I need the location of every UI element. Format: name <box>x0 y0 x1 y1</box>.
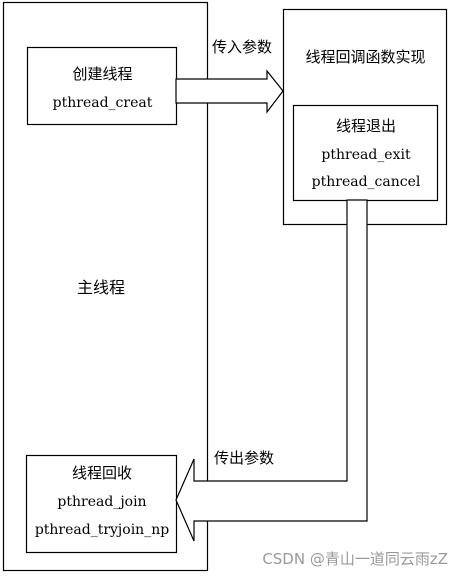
recycle-func-tryjoin: pthread_tryjoin_np <box>34 522 170 538</box>
pass-in-label: 传入参数 <box>212 38 273 56</box>
main-thread-box <box>2 1 209 572</box>
exit-func-cancel: pthread_cancel <box>311 174 421 190</box>
pass-in-arrow <box>175 69 284 114</box>
watermark: CSDN @青山一道同云雨zZ <box>262 550 448 568</box>
pass-out-arrow <box>175 199 368 542</box>
callback-title: 线程回调函数实现 <box>305 48 426 66</box>
main-thread-label: 主线程 <box>77 278 126 297</box>
recycle-func-join: pthread_join <box>57 494 147 510</box>
create-thread-title: 创建线程 <box>72 65 133 83</box>
pass-out-label: 传出参数 <box>214 449 275 467</box>
recycle-title: 线程回收 <box>71 464 132 482</box>
exit-title: 线程退出 <box>335 117 396 135</box>
exit-func-exit: pthread_exit <box>321 147 411 163</box>
recycle-box <box>25 454 178 554</box>
create-thread-func: pthread_creat <box>52 95 153 111</box>
create-thread-box <box>26 46 178 126</box>
